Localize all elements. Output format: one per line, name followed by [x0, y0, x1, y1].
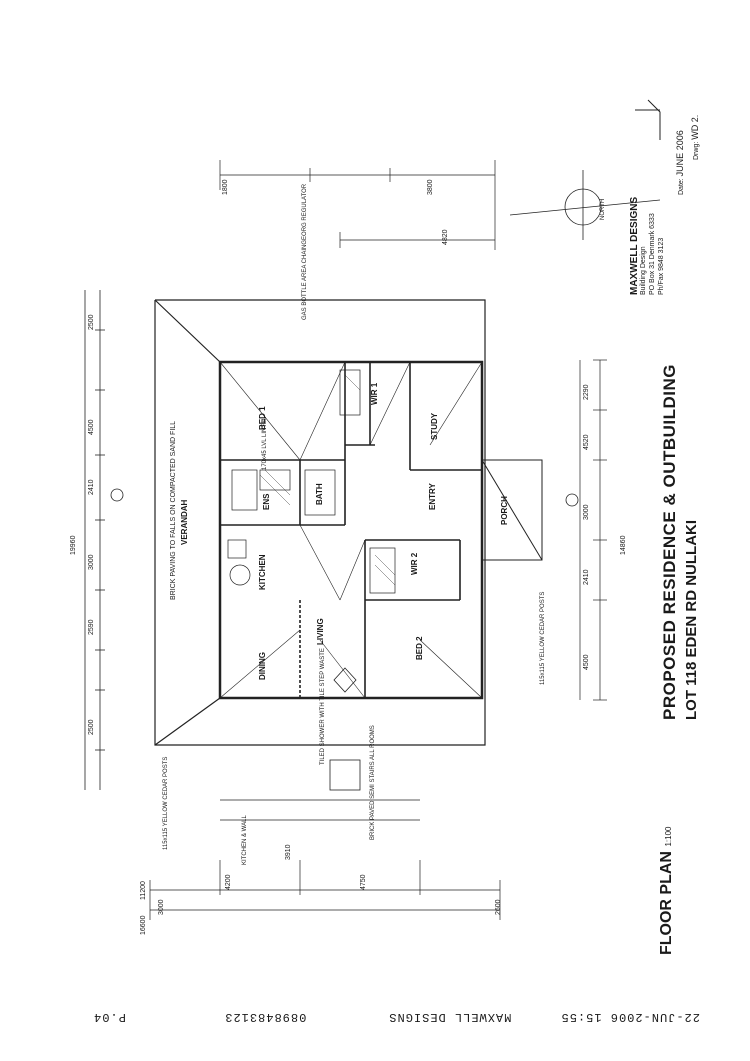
- dim-bottom-1: 4200: [225, 874, 232, 890]
- dim-building-width: 11200: [140, 881, 147, 900]
- right-dimension-lines: [579, 359, 607, 701]
- dim-left-4: 2590: [88, 619, 95, 635]
- note-tile: TILED SHOWER WITH TILE STEP WASTE: [320, 648, 326, 765]
- north-arrow: [509, 170, 661, 240]
- room-porch: PORCH: [500, 496, 509, 525]
- room-dining: DINING: [258, 652, 267, 680]
- room-living: LIVING: [316, 618, 325, 645]
- note-posts-left: 115x115 YELLOW CEDAR POSTS: [163, 756, 169, 850]
- note-gas: GAS BOTTLE AREA CHAINGEORG REGULATOR: [302, 183, 308, 320]
- fax-datetime: 22-JUN-2006 15:55: [560, 1010, 700, 1024]
- note-lintel: 170x45 LVL LINTEL: [262, 416, 268, 470]
- note-brick-pave: BRICK PAVED SEMI STAIRS ALL ROOMS: [370, 725, 376, 840]
- fax-company: MAXWELL DESIGNS: [388, 1010, 512, 1024]
- date-block: Date: JUNE 2006: [675, 130, 685, 195]
- dim-overall-width: 16600: [140, 915, 147, 935]
- dim-top-2: 4820: [442, 229, 449, 245]
- dim-top-0: 1800: [222, 179, 229, 195]
- dim-left-0: 2500: [88, 314, 95, 330]
- note-kitchen-wall: KITCHEN & WALL: [242, 815, 248, 865]
- dim-right-2: 3000: [583, 504, 590, 520]
- dim-bottom-2: 3910: [285, 844, 292, 860]
- firm-sub: Building Design: [640, 246, 647, 295]
- project-subtitle: LOT 118 EDEN RD NULLAKI: [683, 519, 700, 720]
- dim-right-total: 14860: [620, 535, 627, 555]
- hatch-pattern: [259, 374, 396, 586]
- veranda-note: BRICK PAVING TO FALLS ON COMPACTED SAND …: [170, 420, 177, 600]
- plan-label-text: FLOOR PLAN: [658, 851, 675, 955]
- dim-left-5: 2500: [88, 719, 95, 735]
- fax-phone: 0898483123: [224, 1010, 307, 1024]
- firm-name: MAXWELL DESIGNS: [629, 196, 640, 295]
- dim-left-1: 4500: [88, 419, 95, 435]
- dim-left-2: 2410: [88, 479, 95, 495]
- room-wir2: WIR 2: [410, 552, 419, 575]
- title-block: MAXWELL DESIGNS Building Design PO Box 3…: [629, 196, 666, 295]
- fax-header: 22-JUN-2006 15:55 MAXWELL DESIGNS 089848…: [60, 1010, 700, 1024]
- top-dimension-lines: [219, 160, 496, 250]
- section-markers: [110, 488, 579, 693]
- room-bed2: BED 2: [415, 636, 424, 660]
- project-title: PROPOSED RESIDENCE & OUTBUILDING: [660, 363, 679, 720]
- dim-top-1: 3800: [427, 179, 434, 195]
- firm-address: PO Box 31 Denmark 6333: [649, 213, 656, 295]
- north-label: NORTH: [600, 198, 606, 220]
- dim-right-3: 2410: [583, 569, 590, 585]
- note-posts-right: 115x115 YELLOW CEDAR POSTS: [540, 591, 546, 685]
- drawing-label: Drwg:: [693, 141, 700, 160]
- interior-walls: [220, 362, 482, 698]
- porch-outline: [481, 459, 543, 561]
- ceiling-diagonals: [219, 361, 483, 699]
- room-ens: ENS: [262, 493, 271, 510]
- bottom-dimension-lines: [149, 799, 501, 920]
- room-kitchen: KITCHEN: [258, 554, 267, 590]
- dim-right-1: 4520: [583, 434, 590, 450]
- plan-label: FLOOR PLAN 1:100: [658, 827, 676, 955]
- dim-bottom-3: 4750: [360, 874, 367, 890]
- drawing-value: WD 2.: [690, 114, 700, 140]
- date-label: Date:: [678, 178, 685, 195]
- date-value: JUNE 2006: [675, 130, 685, 177]
- dim-overall-length: 19960: [70, 535, 77, 555]
- room-study: STUDY: [430, 412, 439, 440]
- veranda-outline: [154, 299, 486, 746]
- room-veranda: VERANDAH: [180, 499, 189, 545]
- room-entry: ENTRY: [428, 483, 437, 510]
- left-dimension-lines: [84, 290, 105, 790]
- dim-bottom-0: 3000: [158, 899, 165, 915]
- dim-left-3: 3000: [88, 554, 95, 570]
- plan-scale: 1:100: [664, 826, 673, 847]
- dim-right-4: 4500: [583, 654, 590, 670]
- dim-right-0: 2290: [583, 384, 590, 400]
- fax-page: P.04: [93, 1010, 126, 1024]
- wet-area-fixtures: [227, 369, 396, 594]
- room-bath: BATH: [315, 483, 324, 505]
- firm-phone: Ph/Fax 9848 3123: [658, 237, 665, 295]
- logo-mark: [635, 99, 661, 140]
- dim-bottom-4: 2600: [495, 899, 502, 915]
- room-wir1: WIR 1: [370, 382, 379, 405]
- step-outline: [329, 759, 361, 791]
- drawing-block: Drwg: WD 2.: [690, 115, 700, 160]
